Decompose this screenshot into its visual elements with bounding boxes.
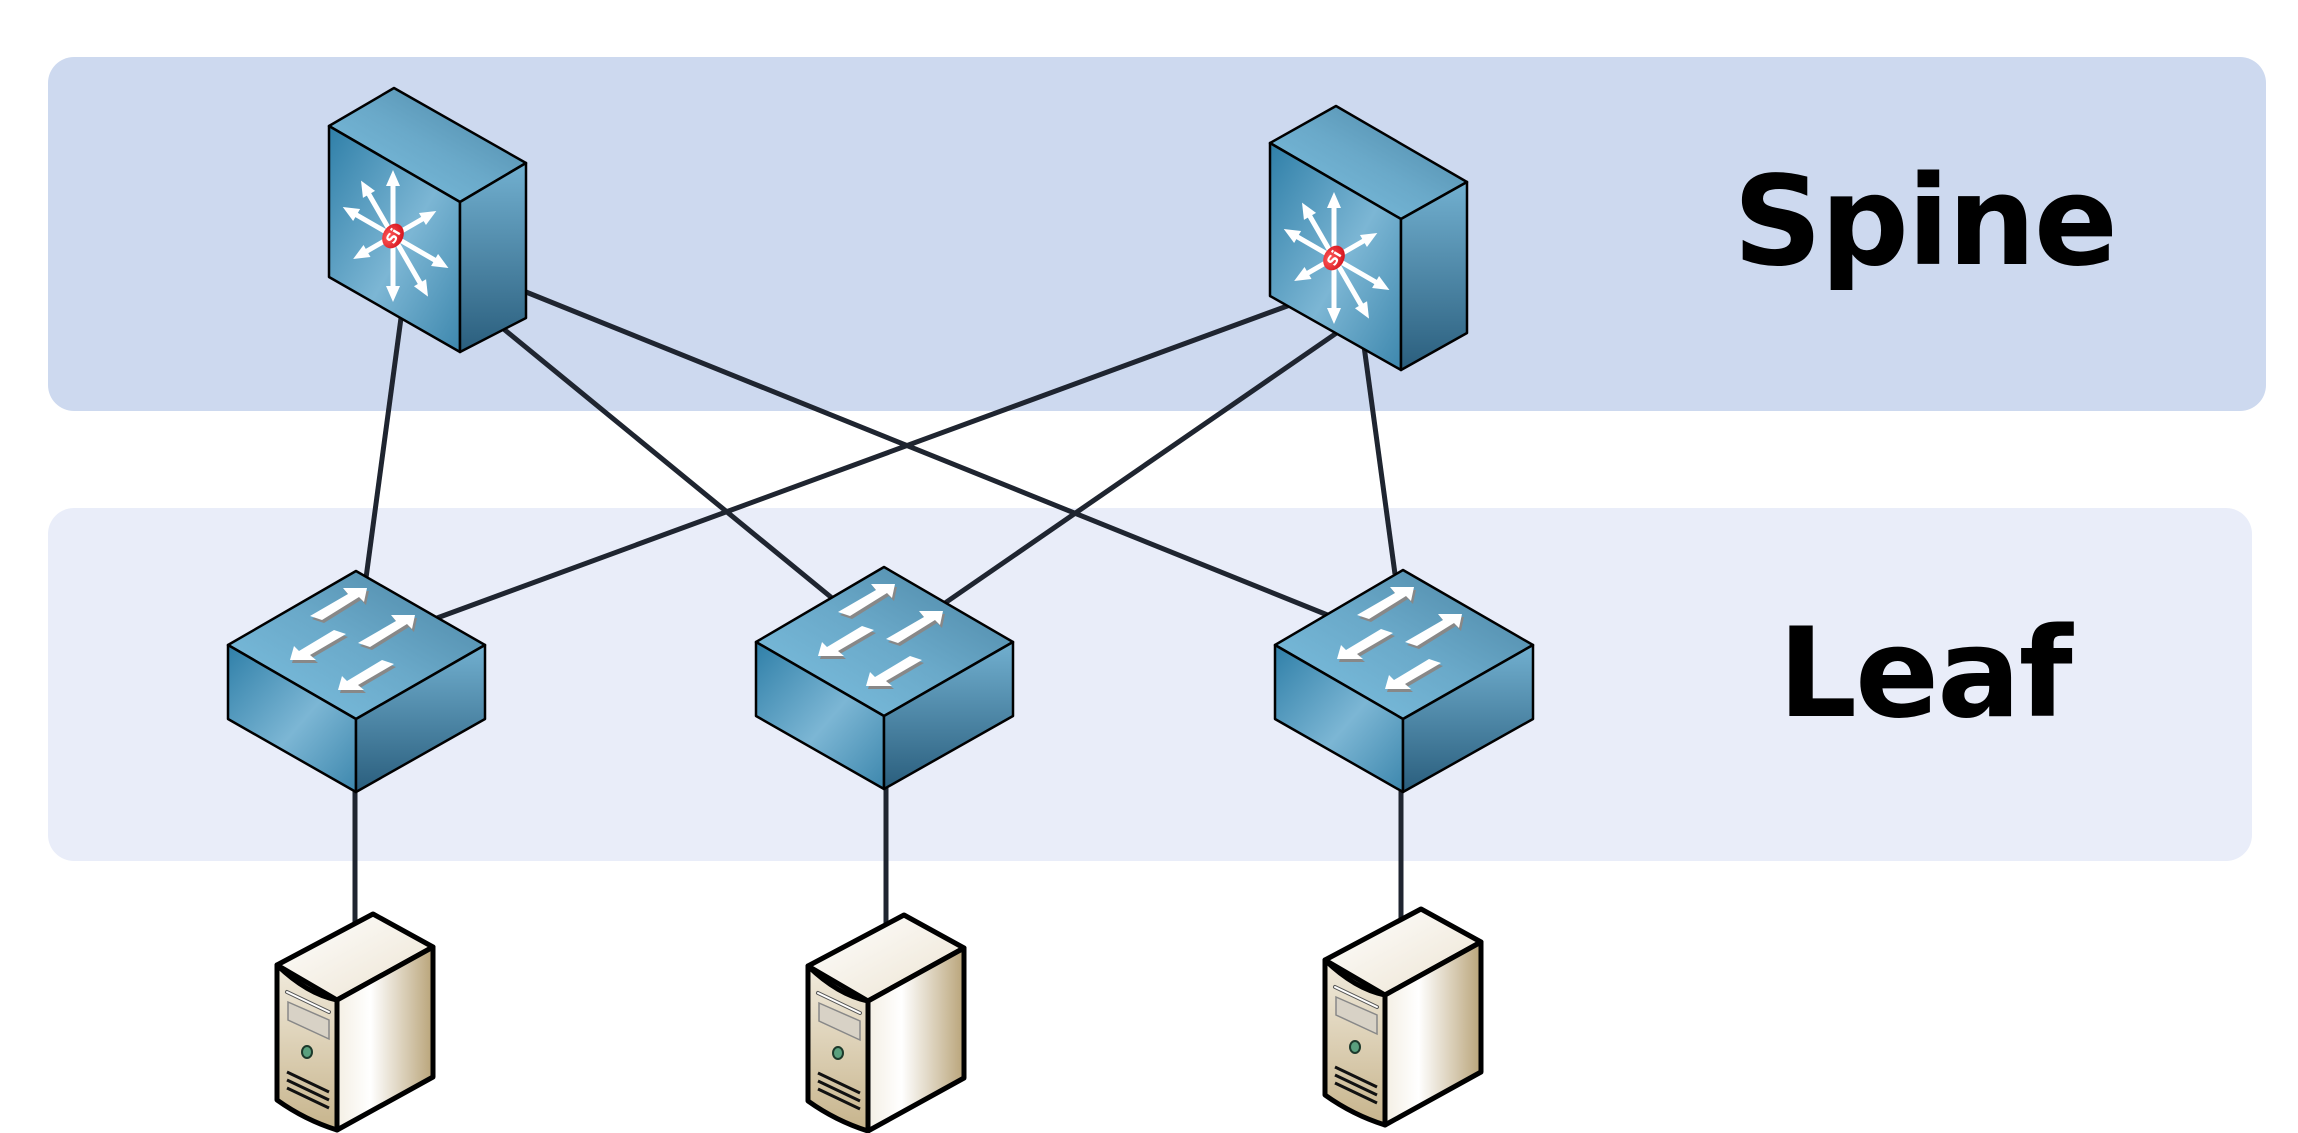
switching-arrows-icon bbox=[290, 588, 417, 693]
svg-text:Si: Si bbox=[1324, 248, 1345, 269]
link-spine-1-leaf-3 bbox=[525, 289, 1331, 619]
server-icon bbox=[805, 912, 967, 1133]
link-spine-2-leaf-1 bbox=[436, 302, 1291, 621]
spine-switch-1[interactable]: Si bbox=[327, 86, 528, 354]
link-spine-2-leaf-3 bbox=[1361, 345, 1398, 575]
switch-icon bbox=[226, 569, 487, 794]
link-spine-1-leaf-1 bbox=[363, 317, 404, 579]
spine-switch-2[interactable]: Si bbox=[1268, 104, 1469, 372]
multilayer-switch-icon: Si bbox=[327, 86, 528, 354]
server-icon bbox=[274, 911, 436, 1133]
switching-arrows-icon bbox=[1337, 587, 1464, 692]
switching-arrows-icon bbox=[818, 584, 945, 689]
si-badge: Si bbox=[382, 223, 405, 249]
si-badge: Si bbox=[1323, 245, 1346, 271]
multilayer-switch-icon: Si bbox=[1268, 104, 1469, 372]
leaf-switch-3[interactable] bbox=[1273, 568, 1535, 794]
server-icon bbox=[1322, 906, 1484, 1128]
server-1[interactable] bbox=[274, 911, 436, 1133]
leaf-switch-2[interactable] bbox=[754, 565, 1015, 791]
switch-icon bbox=[1273, 568, 1535, 794]
leaf-switch-1[interactable] bbox=[226, 569, 487, 794]
switch-icon bbox=[754, 565, 1015, 791]
server-2[interactable] bbox=[805, 912, 967, 1133]
link-spine-2-leaf-2 bbox=[943, 329, 1340, 606]
cable-layer bbox=[352, 289, 1404, 925]
link-spine-1-leaf-2 bbox=[498, 324, 834, 600]
svg-text:Si: Si bbox=[383, 226, 404, 247]
spine-tier-label: Spine bbox=[1733, 150, 2118, 294]
server-3[interactable] bbox=[1322, 906, 1484, 1128]
leaf-tier-label: Leaf bbox=[1778, 602, 2073, 746]
